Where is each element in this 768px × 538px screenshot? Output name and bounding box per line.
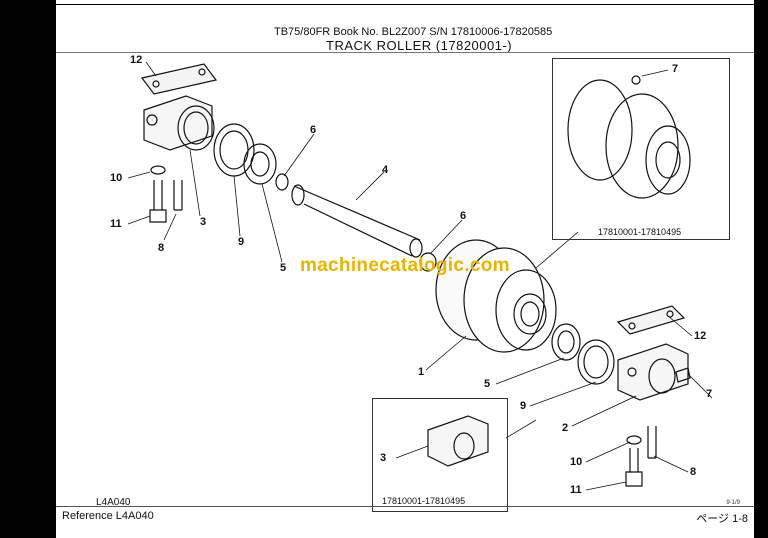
callout-9-right: 9 [520, 400, 527, 412]
callout-6-mid: 6 [460, 210, 467, 222]
exploded-parts-diagram [127, 61, 713, 491]
callout-7-right: 7 [706, 388, 713, 400]
footer-mini-number: 9-1/9 [726, 500, 740, 506]
callout-10: 10 [110, 172, 123, 184]
catalog-page: TB75/80FR Book No. BL2Z007 S/N 17810006-… [56, 0, 754, 538]
inset-lower [372, 398, 508, 512]
callout-10-right: 10 [570, 456, 583, 468]
callout-8-right: 8 [690, 466, 697, 478]
callout-1: 1 [418, 366, 425, 378]
watermark: machinecatalogic.com [300, 255, 510, 276]
callout-12-top: 12 [130, 54, 143, 66]
footer-page-number: ページ 1-8 [696, 513, 748, 525]
callout-6-top: 6 [310, 124, 317, 136]
callout-4: 4 [382, 164, 389, 176]
inset-upper-caption: 17810001-17810495 [598, 227, 682, 237]
footer-code: L4A040 [96, 497, 131, 508]
top-border [56, 4, 754, 5]
callout-11-left: 11 [110, 218, 122, 230]
callout-12-right: 12 [694, 330, 707, 342]
book-number-line: TB75/80FR Book No. BL2Z007 S/N 17810006-… [274, 26, 553, 38]
footer-rule [56, 506, 754, 507]
inset-upper [552, 58, 730, 240]
callout-11-right: 11 [570, 484, 582, 496]
callout-5-right: 5 [484, 378, 491, 390]
page-title: TRACK ROLLER (17820001-) [326, 38, 513, 53]
callout-3-inset: 3 [380, 452, 387, 464]
callout-5-left: 5 [280, 262, 287, 274]
callout-2: 2 [562, 422, 569, 434]
callout-3-left: 3 [200, 216, 207, 228]
callout-8-left: 8 [158, 242, 165, 254]
footer-reference: Reference L4A040 [62, 510, 154, 522]
inset-lower-caption: 17810001-17810495 [382, 496, 466, 506]
callout-7-top: 7 [672, 63, 679, 75]
callout-9-left: 9 [238, 236, 245, 248]
header-rule [56, 52, 754, 53]
